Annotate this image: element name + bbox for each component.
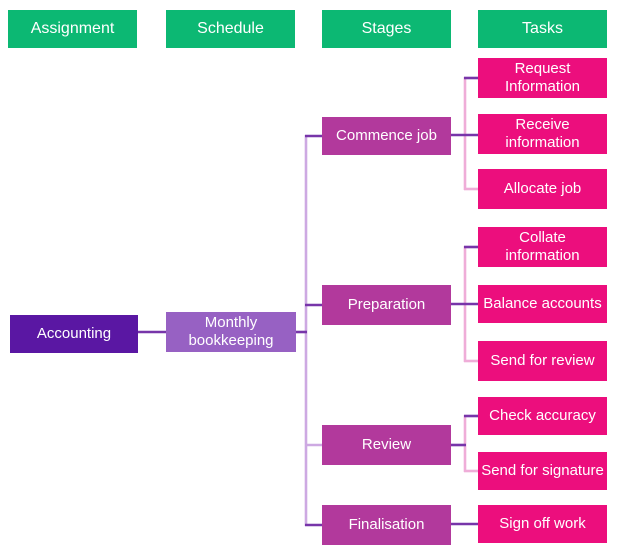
node-accounting: Accounting xyxy=(10,315,138,353)
node-monthly-bookkeeping: Monthly bookkeeping xyxy=(166,312,296,352)
node-task-sign-off-work: Sign off work xyxy=(478,505,607,543)
node-task-check-accuracy: Check accuracy xyxy=(478,397,607,435)
column-header-assignment: Assignment xyxy=(8,10,137,48)
node-task-receive-information: Receive information xyxy=(478,114,607,154)
node-task-collate-information: Collate information xyxy=(478,227,607,267)
column-header-schedule: Schedule xyxy=(166,10,295,48)
column-header-stages: Stages xyxy=(322,10,451,48)
node-stage-review: Review xyxy=(322,425,451,465)
node-task-balance-accounts: Balance accounts xyxy=(478,285,607,323)
node-task-send-for-signature: Send for signature xyxy=(478,452,607,490)
node-task-request-information: Request Information xyxy=(478,58,607,98)
node-stage-preparation: Preparation xyxy=(322,285,451,325)
node-task-allocate-job: Allocate job xyxy=(478,169,607,209)
node-stage-finalisation: Finalisation xyxy=(322,505,451,545)
node-stage-commence-job: Commence job xyxy=(322,117,451,155)
column-header-tasks: Tasks xyxy=(478,10,607,48)
node-task-send-for-review: Send for review xyxy=(478,341,607,381)
